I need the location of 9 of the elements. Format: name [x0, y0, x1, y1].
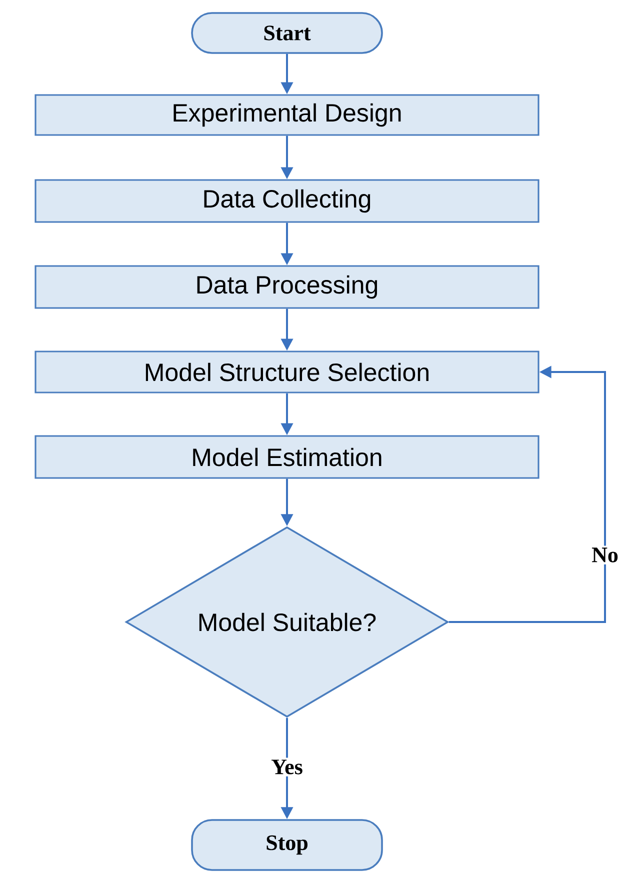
- process-box: Model Structure Selection: [34, 350, 540, 394]
- edge-label: Yes: [269, 758, 305, 776]
- terminal-pill: Stop: [191, 819, 383, 871]
- terminal-pill: Start: [191, 12, 383, 54]
- process-box: Data Collecting: [34, 179, 540, 223]
- process-box: Experimental Design: [34, 94, 540, 136]
- process-box: Model Estimation: [34, 435, 540, 479]
- process-box: Data Processing: [34, 265, 540, 309]
- edge-label: No: [590, 546, 620, 564]
